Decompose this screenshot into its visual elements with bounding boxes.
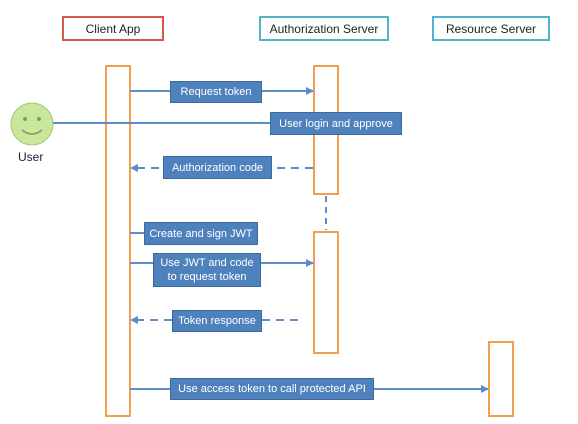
user-actor-label: User — [18, 150, 44, 164]
client-activation-bar — [105, 65, 131, 417]
message-create-jwt: Create and sign JWT — [144, 222, 258, 245]
message-access-api: Use access token to call protected API — [170, 378, 374, 400]
user-actor-icon — [10, 102, 54, 146]
message-token-response: Token response — [172, 310, 262, 332]
message-request-token: Request token — [170, 81, 262, 103]
participant-client-app: Client App — [62, 16, 164, 41]
participant-authorization-server: Authorization Server — [259, 16, 389, 41]
participant-resource-server: Resource Server — [432, 16, 550, 41]
message-authorization-code: Authorization code — [163, 156, 272, 179]
resource-activation-bar — [488, 341, 514, 417]
auth-activation-bar-2 — [313, 231, 339, 354]
message-use-jwt: Use JWT and code to request token — [153, 253, 261, 287]
message-user-login: User login and approve — [270, 112, 402, 135]
